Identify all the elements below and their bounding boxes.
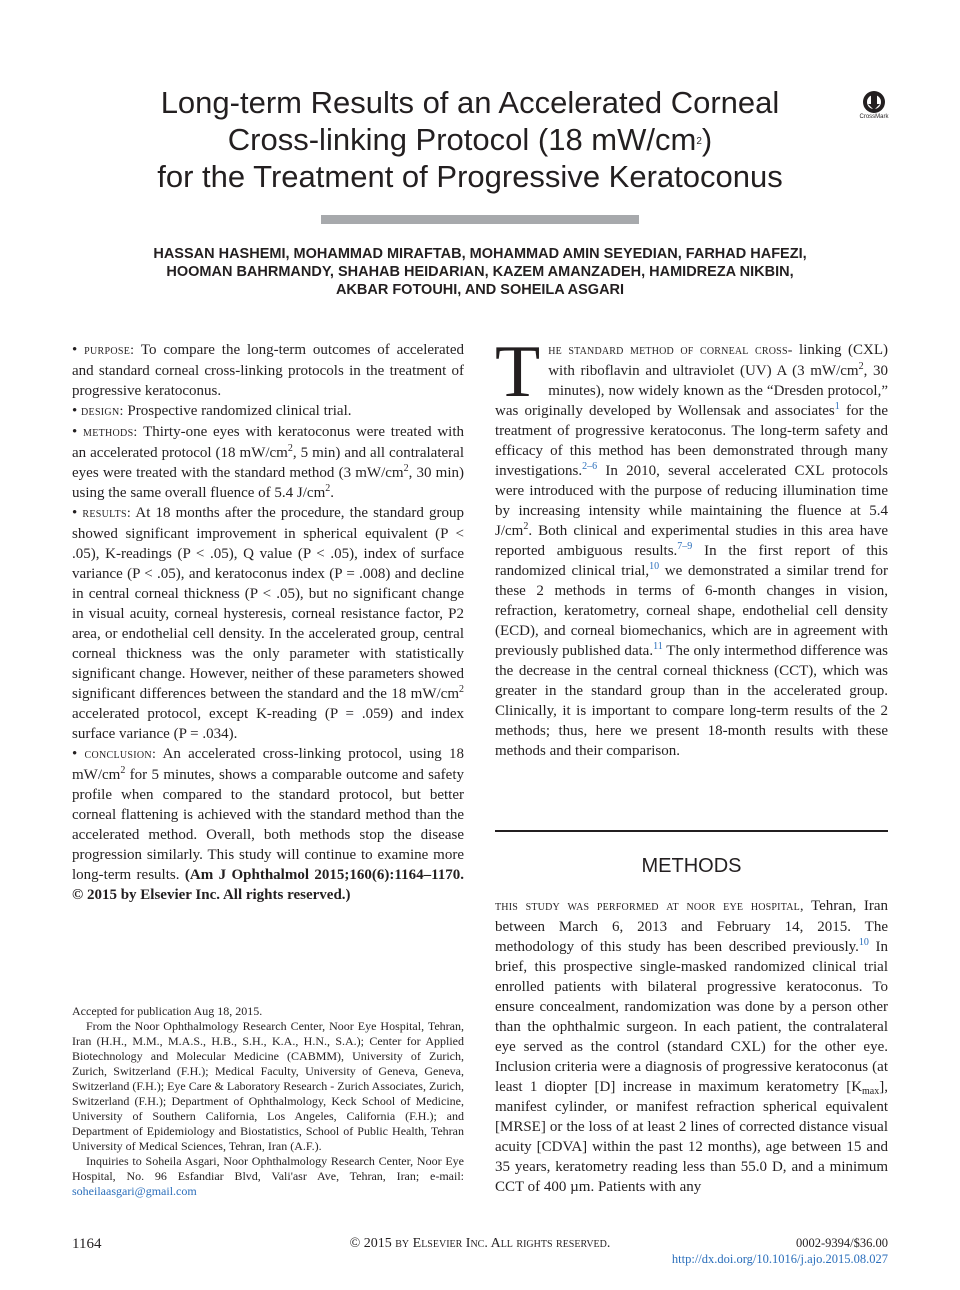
reference-link[interactable]: 10 (649, 561, 660, 572)
results-text-2: accelerated protocol, except K-reading (… (72, 706, 464, 742)
abstract-purpose: • purpose: To compare the long-term outc… (72, 340, 464, 401)
abstract-methods: • methods: Thirty-one eyes with keratoco… (72, 422, 464, 503)
intro-text: The only intermethod difference was the … (495, 643, 889, 759)
page-number: 1164 (72, 1236, 102, 1252)
methods-text: ], manifest cylinder, or manifest refrac… (495, 1079, 888, 1195)
design-text: Prospective randomized clinical trial. (127, 403, 352, 419)
intro-text: linking (CXL) with riboflavin and ultrav… (548, 342, 889, 379)
abstract-citation: (Am J Ophthalmol 2015;160(6):1164–1170. … (72, 867, 464, 903)
intro-lead: he standard method of corneal cross- (548, 343, 793, 358)
abstract: • purpose: To compare the long-term outc… (72, 340, 464, 905)
superscript: 2 (403, 463, 409, 474)
reference-link[interactable]: 7–9 (677, 541, 693, 552)
authors-line-1: HASSAN HASHEMI, MOHAMMAD MIRAFTAB, MOHAM… (153, 246, 807, 262)
purpose-text: To compare the long-term outcomes of acc… (72, 342, 464, 399)
purpose-label: purpose: (84, 343, 135, 358)
methods-paragraph: this study was performed at noor eye hos… (495, 896, 888, 1197)
methods-heading: METHODS (641, 855, 742, 877)
bullet: • (72, 342, 78, 358)
intro-text: In the first report of this randomized c… (495, 543, 888, 579)
reference-link[interactable]: 2–6 (582, 461, 598, 472)
superscript: 2 (459, 684, 464, 695)
affiliations: From the Noor Ophthalmology Research Cen… (72, 1019, 464, 1153)
title-line-1: Long-term Results of an Accelerated Corn… (160, 85, 780, 120)
bullet: • (72, 424, 78, 440)
inquiries: Inquiries to Soheila Asgari, Noor Ophtha… (72, 1154, 464, 1199)
issn-price: 0002-9394/$36.00 (795, 1236, 888, 1250)
title-line-2-close: ) (701, 122, 713, 157)
methods-section: this study was performed at noor eye hos… (495, 896, 888, 1197)
methods-text: In brief, this prospective single-masked… (495, 939, 888, 1095)
methods-lead: this study was performed at noor eye hos… (495, 899, 804, 914)
abstract-conclusion: • conclusion: An accelerated cross-linki… (72, 744, 464, 905)
crossmark-badge-icon (863, 91, 885, 113)
inquiries-text: Inquiries to Soheila Asgari, Noor Ophtha… (72, 1154, 464, 1183)
intro-text: . Both clinical and experimental studies… (495, 523, 888, 559)
subscript: max (862, 1086, 880, 1097)
methods-text-4: . (330, 485, 335, 501)
bullet: • (72, 746, 78, 762)
title-divider (321, 215, 639, 224)
intro-text: we demonstrated a similar trend for thes… (495, 563, 888, 659)
methods-text-2: , 5 min) and all contralateral eyes were… (72, 445, 464, 481)
superscript: 2 (858, 361, 864, 372)
accepted-date: Accepted for publication Aug 18, 2015. (72, 1004, 263, 1018)
intro-text: for the treatment of progressive keratoc… (495, 403, 888, 479)
title-line-2: Cross-linking Protocol (18 mW/cm2) (150, 121, 790, 158)
reference-link[interactable]: 11 (653, 641, 663, 652)
methods-text: Tehran, Iran between March 6, 2013 and F… (495, 898, 888, 955)
doi-link[interactable]: http://dx.doi.org/10.1016/j.ajo.2015.08.… (671, 1252, 888, 1266)
crossmark-label: CrossMark (859, 114, 889, 120)
reference-link[interactable]: 10 (858, 937, 869, 948)
methods-text-1: Thirty-one eyes with keratoconus were tr… (72, 424, 465, 461)
email-link[interactable]: soheilaasgari@gmail.com (72, 1184, 197, 1198)
conclusion-text-2: for 5 minutes, shows a comparable outcom… (72, 767, 464, 883)
superscript: 2 (325, 483, 331, 494)
drop-cap: T (495, 331, 541, 413)
article-title: Long-term Results of an Accelerated Corn… (150, 84, 790, 195)
intro-text: In 2010, several accelerated CXL protoco… (495, 463, 888, 539)
superscript: 2 (523, 521, 529, 532)
superscript: 2 (120, 765, 126, 776)
title-line-3: for the Treatment of Progressive Keratoc… (157, 159, 783, 194)
design-label: design: (81, 404, 124, 419)
title-line-2-text: Cross-linking Protocol (18 mW/cm (227, 122, 697, 157)
author-list: HASSAN HASHEMI, MOHAMMAD MIRAFTAB, MOHAM… (90, 245, 870, 299)
reference-link[interactable]: 1 (834, 401, 840, 412)
methods-label: methods: (83, 425, 138, 440)
crossmark-icon[interactable]: CrossMark (856, 90, 892, 124)
conclusion-text-1: An accelerated cross-linking protocol, u… (72, 746, 464, 783)
copyright-notice: © 2015 by Elsevier Inc. All rights reser… (349, 1236, 611, 1251)
conclusion-label: conclusion: (84, 747, 157, 762)
abstract-results: • results: At 18 months after the proced… (72, 503, 464, 744)
results-label: results: (82, 506, 132, 521)
results-text-1: At 18 months after the procedure, the st… (72, 505, 464, 702)
abstract-design: • design: Prospective randomized clinica… (72, 401, 464, 422)
superscript: 2 (287, 443, 293, 454)
bullet: • (72, 505, 78, 521)
title-superscript: 2 (696, 136, 702, 147)
article-footnotes: Accepted for publication Aug 18, 2015. F… (72, 1004, 464, 1199)
section-divider (495, 830, 888, 832)
bullet: • (72, 403, 78, 419)
authors-line-2: HOOMAN BAHRMANDY, SHAHAB HEIDARIAN, KAZE… (166, 264, 794, 280)
intro-text: , 30 minutes), now widely known as the “… (495, 363, 889, 419)
authors-line-3: AKBAR FOTOUHI, AND SOHEILA ASGARI (335, 282, 625, 298)
methods-text-3: , 30 min) using the same overall fluence… (72, 465, 464, 501)
